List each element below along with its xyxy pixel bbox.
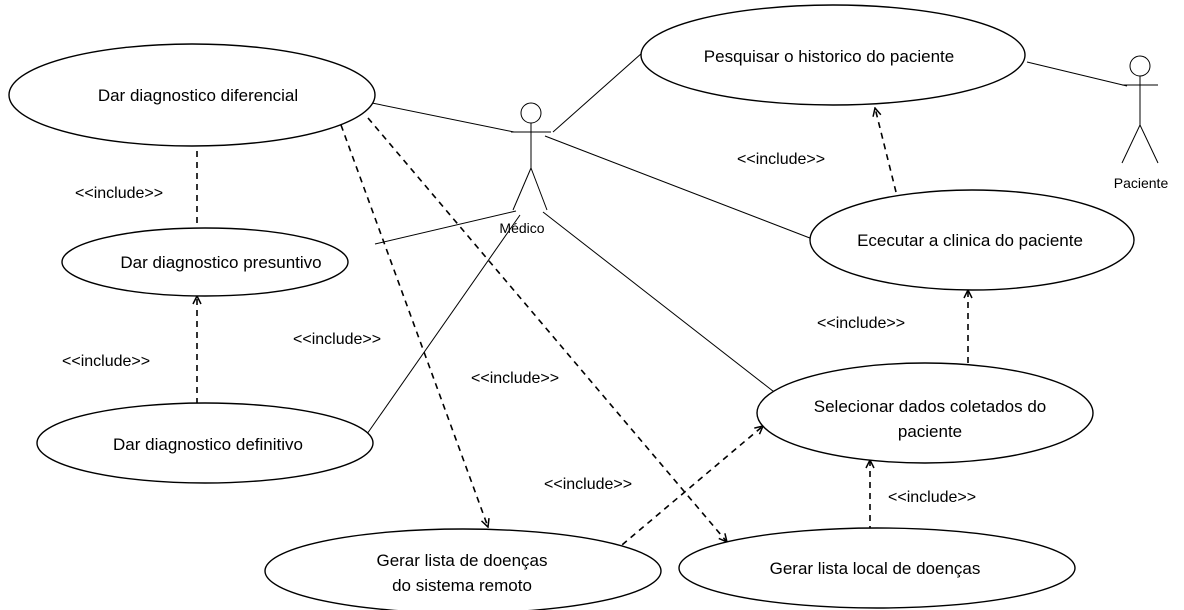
use-case-dar-diagnostico-presuntivo[interactable]: Dar diagnostico presuntivo	[61, 227, 349, 297]
include-ececutar-pesquisar	[875, 108, 897, 193]
use-case-label: Dar diagnostico definitivo	[113, 435, 303, 454]
include-label: <<include>>	[471, 370, 559, 387]
use-case-gerar-lista-local[interactable]: Gerar lista local de doenças	[678, 527, 1076, 609]
assoc-medico-diferencial	[371, 102, 515, 133]
assoc-paciente-pesquisar	[1026, 61, 1128, 87]
use-case-label: Pesquisar o historico do paciente	[704, 47, 954, 66]
actor-paciente[interactable]: Paciente	[1114, 55, 1169, 191]
actor-leg-left	[512, 167, 532, 211]
include-label: <<include>>	[544, 476, 632, 493]
assoc-medico-pesquisar	[552, 52, 643, 133]
actor-label: Paciente	[1114, 175, 1169, 191]
actor-label: Médico	[499, 220, 544, 236]
actor-leg-right	[530, 167, 548, 211]
assoc-medico-presuntivo	[374, 210, 517, 245]
use-case-label: Gerar lista de doenças	[376, 551, 547, 570]
include-diferencial-remota	[340, 124, 488, 527]
use-case-label: paciente	[898, 422, 962, 441]
actor-medico[interactable]: Médico	[499, 102, 551, 236]
actor-leg-right	[1139, 124, 1159, 164]
actor-head	[520, 102, 542, 124]
include-labels: <<include>> <<include>> <<include>> <<in…	[62, 151, 976, 506]
use-case-label: do sistema remoto	[392, 576, 532, 595]
use-case-ellipse	[264, 528, 662, 610]
use-case-ellipse	[61, 227, 349, 297]
use-case-label: Dar diagnostico presuntivo	[120, 253, 321, 272]
use-case-ellipse	[640, 4, 1026, 106]
include-label: <<include>>	[62, 353, 150, 370]
use-case-label: Dar diagnostico diferencial	[98, 86, 298, 105]
use-case-gerar-lista-remota[interactable]: Gerar lista de doenças do sistema remoto	[264, 528, 662, 610]
use-case-dar-diagnostico-diferencial[interactable]: Dar diagnostico diferencial	[8, 43, 376, 147]
include-label: <<include>>	[888, 489, 976, 506]
include-dependencies	[197, 108, 968, 567]
use-case-ellipse	[678, 527, 1076, 609]
include-label: <<include>>	[737, 151, 825, 168]
include-label: <<include>>	[75, 185, 163, 202]
use-case-pesquisar-historico[interactable]: Pesquisar o historico do paciente	[640, 4, 1026, 106]
use-case-ececutar-clinica[interactable]: Ececutar a clinica do paciente	[809, 189, 1135, 291]
use-case-label: Selecionar dados coletados do	[814, 397, 1047, 416]
use-case-label: Ececutar a clinica do paciente	[857, 231, 1083, 250]
actor-head	[1129, 55, 1151, 77]
use-case-ellipse	[8, 43, 376, 147]
assoc-medico-definitivo	[366, 214, 521, 435]
assoc-medico-selecionar	[542, 211, 779, 396]
use-case-label: Gerar lista local de doenças	[770, 559, 981, 578]
use-case-ellipse	[809, 189, 1135, 291]
actor-leg-left	[1121, 124, 1141, 164]
include-diferencial-local	[367, 117, 727, 542]
use-case-ellipse	[36, 402, 374, 484]
use-case-selecionar-dados[interactable]: Selecionar dados coletados do paciente	[756, 362, 1094, 464]
include-remota-selecionar	[596, 426, 763, 567]
include-label: <<include>>	[817, 315, 905, 332]
use-case-dar-diagnostico-definitivo[interactable]: Dar diagnostico definitivo	[36, 402, 374, 484]
include-label: <<include>>	[293, 331, 381, 348]
associations	[366, 52, 1128, 435]
assoc-medico-ececutar	[544, 135, 816, 241]
use-case-ellipse	[756, 362, 1094, 464]
